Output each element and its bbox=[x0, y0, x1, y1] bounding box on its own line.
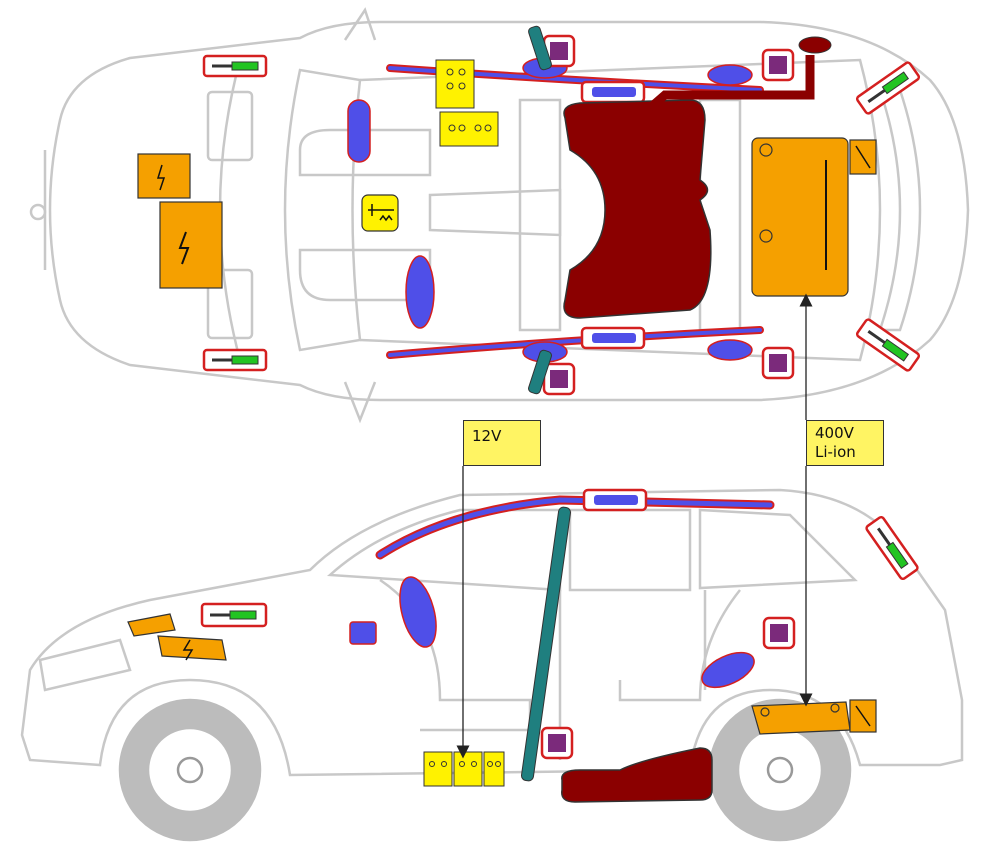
front-wheel-rim bbox=[146, 726, 234, 814]
label-12v-line: 12V bbox=[472, 427, 502, 445]
top-view bbox=[29, 7, 970, 424]
top-emblem bbox=[29, 203, 47, 221]
hv-module bbox=[159, 201, 223, 289]
gas-spring-icon bbox=[855, 318, 921, 372]
label-12v: 12V bbox=[463, 420, 541, 466]
rear-wheel-rim bbox=[736, 726, 824, 814]
airbag-icon bbox=[405, 255, 435, 329]
hv-module bbox=[157, 635, 227, 661]
top-mirror-upper bbox=[343, 7, 377, 41]
top-hood-line bbox=[218, 59, 242, 361]
front-wheel-hub bbox=[176, 756, 204, 784]
pretensioner-body bbox=[592, 333, 636, 343]
top-front-seats bbox=[298, 128, 432, 302]
top-mirror-lower bbox=[343, 381, 377, 424]
top-vent-upper bbox=[206, 90, 254, 162]
top-fuel-system bbox=[563, 36, 832, 319]
top-center-console bbox=[428, 188, 562, 237]
airbag-icon bbox=[399, 576, 437, 648]
side-body-outline bbox=[20, 488, 964, 777]
side-airbags bbox=[349, 576, 755, 689]
top-gas-springs bbox=[202, 54, 921, 372]
top-struts bbox=[528, 25, 552, 395]
high-voltage-icon bbox=[182, 639, 194, 661]
hv-battery-side bbox=[751, 701, 851, 735]
fuel-filler-cap bbox=[798, 36, 832, 54]
top-battery-12v bbox=[435, 59, 499, 147]
gas-spring-icon bbox=[865, 515, 919, 581]
side-windows bbox=[326, 508, 858, 592]
top-airbags bbox=[347, 57, 753, 363]
battery-icon bbox=[423, 751, 453, 787]
top-seatbelt-tensioners bbox=[542, 34, 795, 396]
fuel-tank-icon bbox=[563, 99, 712, 319]
side-headlight bbox=[38, 638, 132, 692]
pretensioner-body bbox=[592, 87, 636, 97]
strut bbox=[528, 349, 552, 395]
hv-module bbox=[137, 153, 191, 199]
top-vent-lower bbox=[206, 268, 254, 340]
gas-spring-icon bbox=[855, 61, 921, 115]
fuel-tank-icon bbox=[561, 747, 713, 803]
top-pretensioners bbox=[580, 80, 646, 350]
airbag-icon bbox=[707, 64, 753, 86]
battery-icon bbox=[439, 111, 499, 147]
top-body-outline bbox=[48, 20, 970, 402]
airbag-icon bbox=[707, 339, 753, 361]
side-seatbelt-tensioners bbox=[540, 616, 796, 760]
top-hv-components bbox=[137, 137, 877, 297]
hv-battery-top bbox=[751, 137, 849, 297]
top-rear-window bbox=[878, 88, 922, 332]
label-hv-battery: 400V Li-ion bbox=[806, 420, 884, 466]
airbag-icon bbox=[701, 651, 755, 689]
rear-wheel-hub bbox=[766, 756, 794, 784]
fuel-filler-pipe bbox=[647, 55, 815, 112]
battery-icon bbox=[483, 751, 505, 787]
label-hv-line-1: 400V bbox=[815, 424, 854, 442]
airbag-icon bbox=[347, 99, 371, 163]
side-view bbox=[20, 488, 964, 842]
top-steering-component bbox=[361, 194, 399, 232]
hv-module bbox=[127, 613, 176, 637]
high-voltage-icon bbox=[156, 164, 166, 191]
side-hv-components bbox=[127, 613, 877, 735]
side-rear-seat bbox=[618, 589, 741, 702]
strut bbox=[520, 506, 572, 782]
callout-arrows bbox=[456, 293, 813, 759]
label-hv-line-2: Li-ion bbox=[815, 443, 856, 461]
high-voltage-icon bbox=[178, 231, 190, 265]
battery-icon bbox=[453, 751, 483, 787]
gas-spring-icon bbox=[361, 194, 399, 232]
side-curtain-airbag bbox=[375, 488, 775, 560]
side-battery-12v bbox=[423, 751, 505, 787]
airbag-icon bbox=[349, 621, 377, 645]
battery-icon bbox=[435, 59, 475, 109]
strut bbox=[528, 25, 552, 71]
curtain-airbag-top-lower-fill bbox=[388, 328, 762, 357]
side-gas-springs bbox=[200, 515, 919, 628]
